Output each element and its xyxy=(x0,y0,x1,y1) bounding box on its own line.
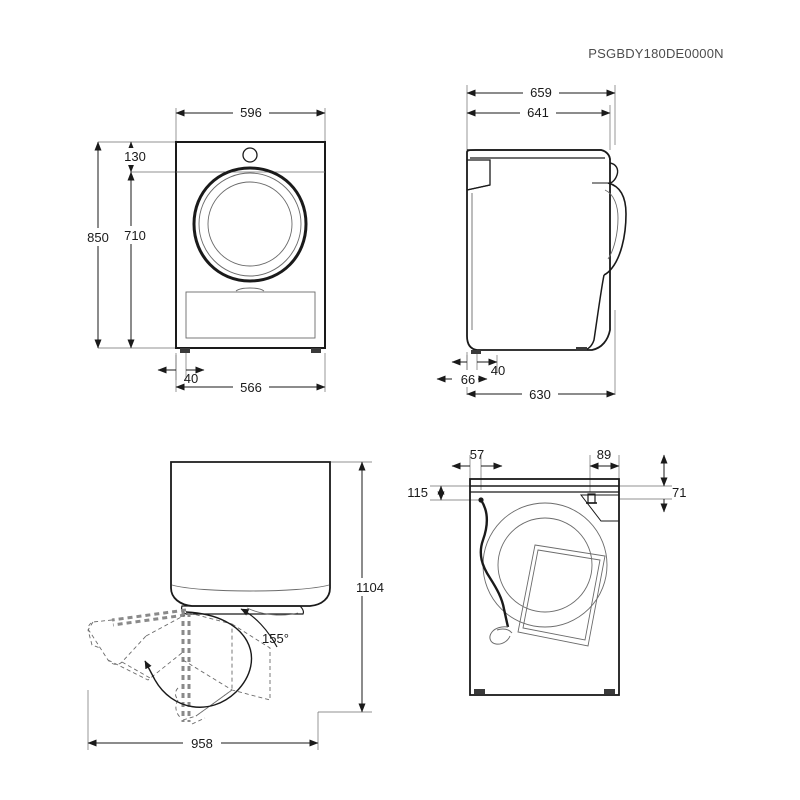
rear-extension-lines xyxy=(430,455,672,501)
drawer-handle-icon xyxy=(235,287,265,292)
dim-label-71: 71 xyxy=(672,485,686,500)
dim-side-659: 659 xyxy=(466,84,616,101)
dim-label-66: 66 xyxy=(461,372,475,387)
dim-front-foot-40: 40 xyxy=(157,366,205,386)
side-extension-lines xyxy=(466,85,616,395)
dim-side-641: 641 xyxy=(466,104,611,121)
dim-label-659: 659 xyxy=(530,85,552,100)
dim-rear-cord-57: 57 xyxy=(451,447,503,470)
dim-label-850: 850 xyxy=(87,230,109,245)
side-cabinet-outline xyxy=(466,149,611,351)
door-swing-arc xyxy=(154,611,253,708)
power-plug-icon xyxy=(489,626,511,645)
dim-front-height-850: 850 xyxy=(84,141,114,349)
door-open-position-dashed xyxy=(111,608,187,627)
dim-rear-cord-height-115: 115 xyxy=(407,485,445,501)
dim-rear-vent-89: 89 xyxy=(589,447,620,470)
dim-label-40-front: 40 xyxy=(184,371,198,386)
dim-label-40-side: 40 xyxy=(491,363,505,378)
dim-label-710: 710 xyxy=(124,228,146,243)
drawing-code-label: PSGBDY180DE0000N xyxy=(588,46,724,61)
angle-leader-line xyxy=(240,608,278,648)
rear-drum-outer-circle xyxy=(482,502,608,628)
top-front-edge-curve xyxy=(171,584,330,592)
dim-label-115: 115 xyxy=(407,485,428,500)
dim-label-566: 566 xyxy=(240,380,262,395)
door-swing-arrow xyxy=(144,660,156,681)
front-view-group: 596 850 130 710 xyxy=(84,104,326,395)
rear-connection-box xyxy=(579,494,620,522)
dim-front-base-566: 566 xyxy=(175,378,326,395)
top-view-group: 1104 958 xyxy=(87,461,392,752)
dim-label-89: 89 xyxy=(597,447,611,462)
dim-front-width-596: 596 xyxy=(175,104,326,121)
side-foot-left xyxy=(471,350,481,354)
door-inner-ring xyxy=(198,172,302,277)
front-cabinet-outline xyxy=(175,141,326,349)
top-door-handle-curve xyxy=(246,607,299,616)
dim-label-57: 57 xyxy=(470,447,484,462)
power-plug-detail xyxy=(496,628,513,634)
rear-view-group: 57 89 115 71 xyxy=(407,447,686,696)
power-cord xyxy=(479,499,510,628)
door-profile-curve xyxy=(603,182,627,276)
side-view-group: 659 641 xyxy=(436,84,627,402)
dim-side-foot-40: 40 xyxy=(451,358,505,378)
dim-label-630: 630 xyxy=(529,387,551,402)
dim-label-596: 596 xyxy=(240,105,262,120)
rear-foot-left xyxy=(474,689,485,694)
dim-front-door-zone-710: 710 xyxy=(119,171,151,349)
dim-side-base-630: 630 xyxy=(466,385,616,402)
door-swing-ghost-outlines xyxy=(87,612,271,725)
rear-foot-right xyxy=(604,689,615,694)
program-knob-icon xyxy=(242,147,258,163)
side-top-lid xyxy=(467,149,611,161)
top-door-closed-plate xyxy=(181,605,304,615)
side-lower-door-curve xyxy=(582,274,605,351)
dim-label-958: 958 xyxy=(191,736,213,751)
water-tank-drawer xyxy=(185,291,316,339)
rear-access-panel-outer xyxy=(517,544,606,647)
door-inner-profile xyxy=(604,189,619,260)
rear-cabinet-outline xyxy=(469,478,620,696)
dim-top-height-1104: 1104 xyxy=(348,461,392,713)
dim-label-130: 130 xyxy=(124,149,146,164)
dim-side-inset-66: 66 xyxy=(436,370,488,387)
rear-access-panel-inner xyxy=(522,549,601,641)
dim-label-155-degrees: 155° xyxy=(262,631,289,646)
front-foot-right xyxy=(311,348,321,353)
front-foot-left xyxy=(180,348,190,353)
door-handle-top-icon xyxy=(609,162,619,184)
dim-rear-vent-height-71: 71 xyxy=(660,454,686,513)
rear-drum-inner-circle xyxy=(497,517,593,613)
top-cabinet-outline xyxy=(170,461,331,607)
door-glass-circle xyxy=(207,181,293,267)
dim-label-1104: 1104 xyxy=(356,580,384,595)
dim-front-panel-130: 130 xyxy=(119,141,151,173)
dim-top-width-958: 958 xyxy=(87,734,319,752)
side-foot-right xyxy=(576,347,587,351)
door-outer-ring xyxy=(192,166,308,283)
dim-label-641: 641 xyxy=(527,105,549,120)
side-panel-underline xyxy=(466,184,491,191)
